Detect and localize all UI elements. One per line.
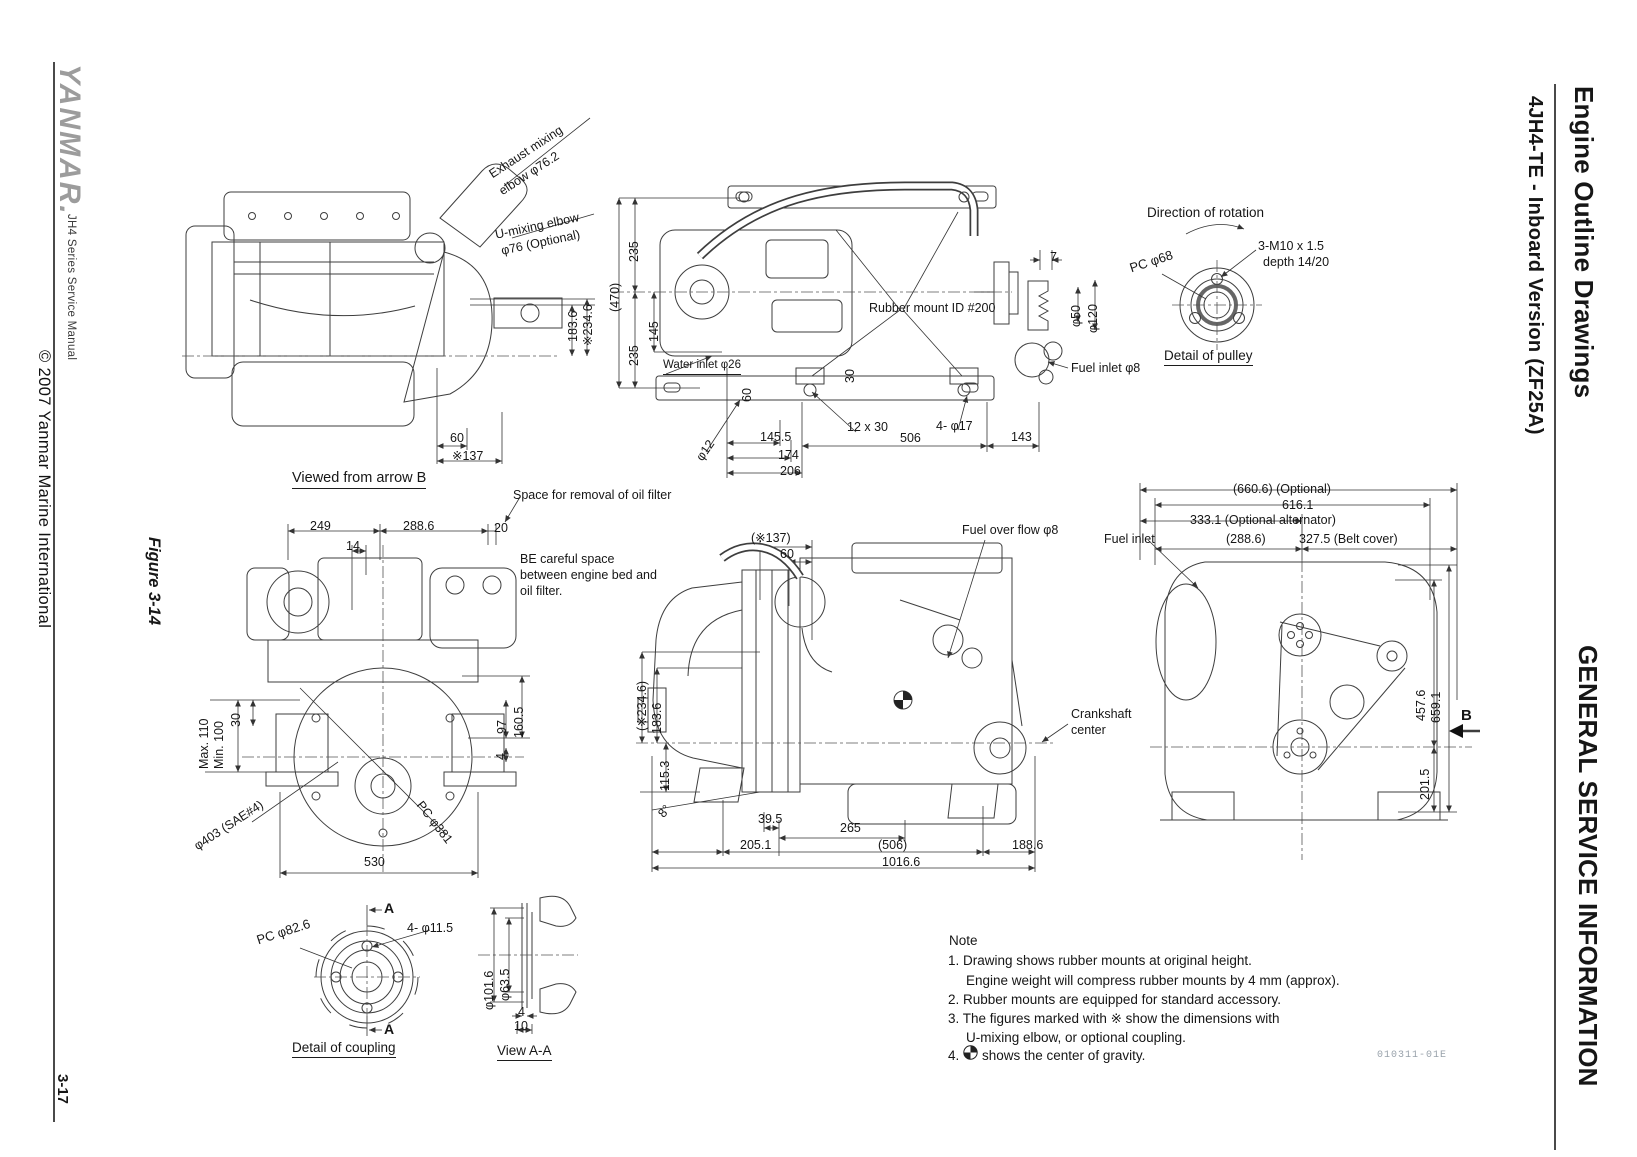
front_view-label: BE careful space bbox=[520, 552, 615, 566]
top_view-label: 145.5 bbox=[760, 430, 792, 444]
front_view-label: 30 bbox=[229, 713, 243, 727]
pulley_detail-label: PC φ68 bbox=[1127, 247, 1175, 276]
doc_code-label: 010311-01E bbox=[1377, 1050, 1448, 1061]
rear_view-label: 201.5 bbox=[1418, 768, 1432, 800]
front_view-label: 249 bbox=[310, 519, 331, 533]
top_view-label: Fuel inlet φ8 bbox=[1071, 361, 1141, 375]
center-of-gravity-icon bbox=[963, 1045, 978, 1060]
rear_view-label: 616.1 bbox=[1282, 498, 1314, 512]
side_view_main-label: 8° bbox=[655, 802, 674, 821]
note-label: shows the center of gravity. bbox=[982, 1048, 1146, 1063]
top_view-label: 4- φ17 bbox=[936, 419, 973, 433]
top_view-label: 506 bbox=[900, 431, 921, 445]
rear_view-label: Fuel inlet bbox=[1104, 532, 1155, 546]
top_view-label: 143 bbox=[1011, 430, 1032, 444]
note-label: 2. Rubber mounts are equipped for standa… bbox=[948, 992, 1281, 1007]
pulley_detail-label: Direction of rotation bbox=[1147, 205, 1265, 220]
front_view-label: PC φ381 bbox=[413, 798, 456, 847]
view_aa-label: 10 bbox=[514, 1019, 528, 1033]
pulley_detail-label: 3-M10 x 1.5 bbox=[1258, 239, 1325, 253]
side_view_main-label: 60 bbox=[780, 547, 794, 561]
front_view-label: 530 bbox=[364, 855, 385, 869]
note-label: 3. The figures marked with ※ show the di… bbox=[948, 1011, 1280, 1026]
coupling_detail-label: A bbox=[384, 900, 395, 916]
top_view-label: Rubber mount ID #200 bbox=[869, 301, 996, 315]
coupling_detail-label: 4- φ11.5 bbox=[407, 921, 454, 935]
side_view_b-label: Viewed from arrow B bbox=[292, 471, 427, 489]
note-label: 4. bbox=[948, 1048, 960, 1063]
side_view_main-label: center bbox=[1071, 723, 1106, 737]
side_view_main-label: 183.6 bbox=[650, 702, 664, 734]
rear_view-label: (288.6) bbox=[1226, 532, 1266, 546]
side_view_b-label: 60 bbox=[450, 431, 464, 445]
view_aa-label: φ101.6 bbox=[482, 970, 496, 1010]
side_view_b-label: ※137 bbox=[452, 449, 484, 463]
top_view-label: 145 bbox=[647, 321, 661, 342]
left-border-rule bbox=[53, 62, 55, 1122]
top_view-label: φ120 bbox=[1086, 304, 1100, 333]
note-label: U-mixing elbow, or optional coupling. bbox=[966, 1030, 1186, 1045]
view_aa-label: 4 bbox=[518, 1005, 525, 1019]
front_view-label: 160.5 bbox=[512, 706, 526, 738]
side_view_main-label: (※137) bbox=[751, 531, 791, 545]
top_view-label: 174 bbox=[778, 448, 799, 462]
rear_view-label: 333.1 (Optional alternator) bbox=[1190, 513, 1336, 527]
note-label: Engine weight will compress rubber mount… bbox=[966, 973, 1340, 988]
rear_view-label: 659.1 bbox=[1429, 691, 1443, 723]
top_view-label: 7 bbox=[1050, 250, 1057, 264]
side_view_b-label: 183.6 bbox=[566, 310, 580, 342]
front_view-label: oil filter. bbox=[520, 584, 563, 598]
top_view-label: 235 bbox=[627, 241, 641, 262]
side_view_main-label: (506) bbox=[878, 838, 908, 852]
rear_view-label: 457.6 bbox=[1414, 689, 1428, 721]
side_view_main-label: 39.5 bbox=[758, 812, 783, 826]
front_view-label: Max. 110 bbox=[197, 718, 211, 770]
rear_view-label: (660.6) (Optional) bbox=[1233, 482, 1331, 496]
top_view-label: φ50 bbox=[1069, 304, 1083, 327]
side_view_main-label: 1016.6 bbox=[882, 855, 921, 869]
top_view-label: 60 bbox=[740, 388, 754, 402]
rear_view-label: 327.5 (Belt cover) bbox=[1299, 532, 1398, 546]
side_view_main-label: Crankshaft bbox=[1071, 707, 1132, 721]
view_aa-label: View A-A bbox=[497, 1044, 552, 1061]
note-label: Note bbox=[949, 933, 978, 948]
coupling_detail-label: Detail of coupling bbox=[292, 1041, 396, 1058]
front_view-label: 97 bbox=[495, 720, 509, 734]
side_view_main-label: (※234.6) bbox=[635, 680, 649, 731]
pulley_detail-label: Detail of pulley bbox=[1164, 349, 1253, 366]
side_view_main-label: 205.1 bbox=[740, 838, 772, 852]
side_view_main-label: Fuel over flow φ8 bbox=[962, 523, 1059, 537]
front_view-label: between engine bed and bbox=[520, 568, 657, 582]
top_view-label: 235 bbox=[627, 345, 641, 366]
side_view_b-label: ※234.6 bbox=[581, 304, 595, 346]
pulley_detail-label: depth 14/20 bbox=[1263, 255, 1330, 269]
side_view_main-label: 115.3 bbox=[658, 760, 672, 791]
top_view-label: Water inlet φ26 bbox=[663, 359, 741, 375]
top_view-label: 206 bbox=[780, 464, 801, 478]
coupling_detail-label: PC φ82.6 bbox=[254, 915, 313, 948]
front_view-label: φ403 (SAE#4) bbox=[191, 797, 266, 853]
right-border-rule bbox=[1554, 84, 1556, 1150]
view_aa-label: φ63.5 bbox=[498, 968, 512, 1001]
side_view_main-label: 188.6 bbox=[1012, 838, 1044, 852]
side_view_main-label: 265 bbox=[840, 821, 861, 835]
top_view-label: φ12 bbox=[693, 437, 718, 464]
rear_view-label: B bbox=[1461, 707, 1472, 724]
coupling_detail-label: A bbox=[384, 1021, 395, 1037]
top_view-label: 12 x 30 bbox=[847, 420, 889, 434]
front_view-label: Min. 100 bbox=[212, 721, 226, 769]
top_view-label: 30 bbox=[843, 369, 857, 383]
front_view-label: 288.6 bbox=[403, 519, 435, 533]
top_view-label: (470) bbox=[608, 282, 622, 312]
front_view-label: 14 bbox=[346, 539, 360, 553]
front_view-label: 4 bbox=[494, 753, 508, 760]
front_view-label: Space for removal of oil filter bbox=[513, 488, 672, 502]
front_view-label: 20 bbox=[494, 521, 508, 535]
note-label: 1. Drawing shows rubber mounts at origin… bbox=[948, 953, 1252, 968]
